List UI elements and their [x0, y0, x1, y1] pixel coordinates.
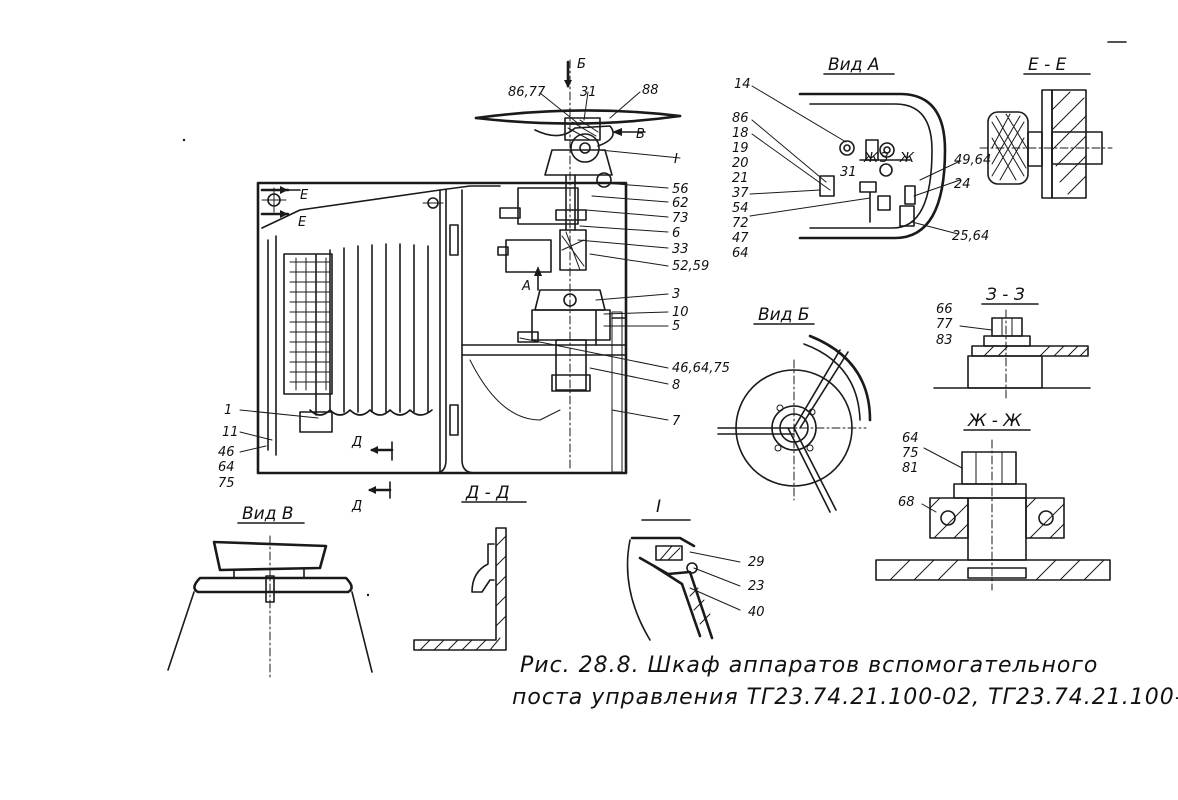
- view-a-callouts: 14 86 18 19 20 21 37 54 72 47 64 49,64 2…: [732, 77, 991, 261]
- callout: 29: [748, 555, 765, 570]
- figure-caption: Рис. 28.8. Шкаф аппаратов вспомогательно…: [512, 653, 1178, 710]
- callout: 7: [672, 414, 681, 429]
- relay-blocks: [497, 187, 587, 273]
- callout: 46: [218, 445, 235, 460]
- callout: 66: [936, 302, 953, 317]
- view-a: Вид А 31 Ж З Ж: [798, 55, 947, 240]
- callout: 19: [732, 141, 749, 156]
- callout: 8: [672, 378, 680, 393]
- section-d-d: Д - Д: [413, 483, 527, 651]
- callout: 10: [672, 305, 689, 320]
- callout: 62: [672, 196, 689, 211]
- radiator-fins: [309, 243, 433, 416]
- callout: 11: [222, 425, 239, 440]
- callout: 46,64,75: [672, 361, 730, 376]
- view-a-title: Вид А: [828, 55, 880, 75]
- mark-d1: Д: [351, 435, 362, 450]
- section-d-d-title: Д - Д: [465, 483, 510, 503]
- callout: 72: [732, 216, 749, 231]
- section-zh-zh-title: Ж - Ж: [967, 411, 1022, 431]
- callout: 86,77: [508, 85, 546, 100]
- detail-i-title: I: [656, 497, 661, 517]
- main-callouts: 86,77 31 88 56 62 73 6 33 52,59 3 10 5 4…: [218, 83, 730, 491]
- callout: 24: [954, 177, 971, 192]
- view-a-mark-zh1: Ж: [863, 151, 879, 166]
- section-z-z-title: З - З: [986, 285, 1025, 305]
- callout: 75: [218, 476, 235, 491]
- detail-i: I: [626, 497, 741, 641]
- callout: 18: [732, 126, 749, 141]
- callout: 54: [732, 201, 749, 216]
- view-b-title: Вид Б: [758, 305, 810, 325]
- callout: 75: [902, 446, 919, 461]
- section-indicators: Е Е Б В I А Д Д: [260, 57, 681, 514]
- callout: 68: [898, 495, 915, 510]
- grid-panel: [283, 253, 333, 395]
- callout: 64: [902, 431, 919, 446]
- view-a-mark-zh2: Ж: [899, 151, 915, 166]
- section-zh-zh: Ж - Ж: [875, 411, 1111, 591]
- callout: 5: [672, 319, 680, 334]
- callout: 14: [734, 77, 751, 92]
- main-leaders: [239, 91, 669, 453]
- mark-a: А: [521, 279, 531, 294]
- callout: 88: [642, 83, 659, 98]
- callout: 1: [224, 403, 232, 418]
- callout: 81: [902, 461, 919, 476]
- view-v: Вид В: [167, 504, 373, 681]
- callout: 6: [672, 226, 680, 241]
- mark-e1: Е: [300, 188, 309, 203]
- mark-i: I: [674, 152, 678, 167]
- section-e-e: Е - Е: [979, 41, 1127, 199]
- callout: 77: [936, 317, 953, 332]
- callout: 56: [672, 182, 689, 197]
- callout: 52,59: [672, 259, 709, 274]
- callout: 21: [732, 171, 749, 186]
- callout: 83: [936, 333, 953, 348]
- callout: 40: [748, 605, 765, 620]
- view-v-title: Вид В: [242, 504, 294, 524]
- callout: 37: [732, 186, 749, 201]
- mark-v: В: [636, 127, 645, 142]
- view-a-mark-31: 31: [840, 165, 857, 180]
- cabinet-main-view: [256, 59, 682, 475]
- mark-d2: Д: [351, 499, 362, 514]
- motor-assembly: [517, 289, 627, 392]
- section-z-callouts: 66 77 83: [936, 302, 953, 348]
- callout: 3: [672, 287, 680, 302]
- section-z-z: З - З: [933, 285, 1091, 399]
- callout: 49,64: [954, 153, 991, 168]
- callout: 86: [732, 111, 749, 126]
- section-e-e-title: Е - Е: [1028, 55, 1067, 75]
- callout: 31: [580, 85, 597, 100]
- view-a-leaders: [749, 85, 961, 235]
- mark-e2: Е: [298, 215, 307, 230]
- callout: 64: [732, 246, 749, 261]
- callout: 25,64: [952, 229, 989, 244]
- mark-b: Б: [577, 57, 586, 72]
- callout: 33: [672, 242, 689, 257]
- view-a-mark-z: З: [880, 151, 888, 166]
- section-zh-callouts: 64 75 81 68: [898, 431, 919, 510]
- view-b: Вид Б: [717, 305, 872, 513]
- caption-line-2: поста управления ТГ23.74.21.100-02, ТГ23…: [512, 685, 1178, 710]
- callout: 47: [732, 231, 749, 246]
- callout: 73: [672, 211, 689, 226]
- detail-i-callouts: 29 23 40: [748, 555, 765, 620]
- handwheel: [474, 109, 682, 163]
- caption-line-1: Рис. 28.8. Шкаф аппаратов вспомогательно…: [520, 653, 1098, 678]
- callout: 20: [732, 156, 749, 171]
- callout: 64: [218, 460, 235, 475]
- callout: 23: [748, 579, 765, 594]
